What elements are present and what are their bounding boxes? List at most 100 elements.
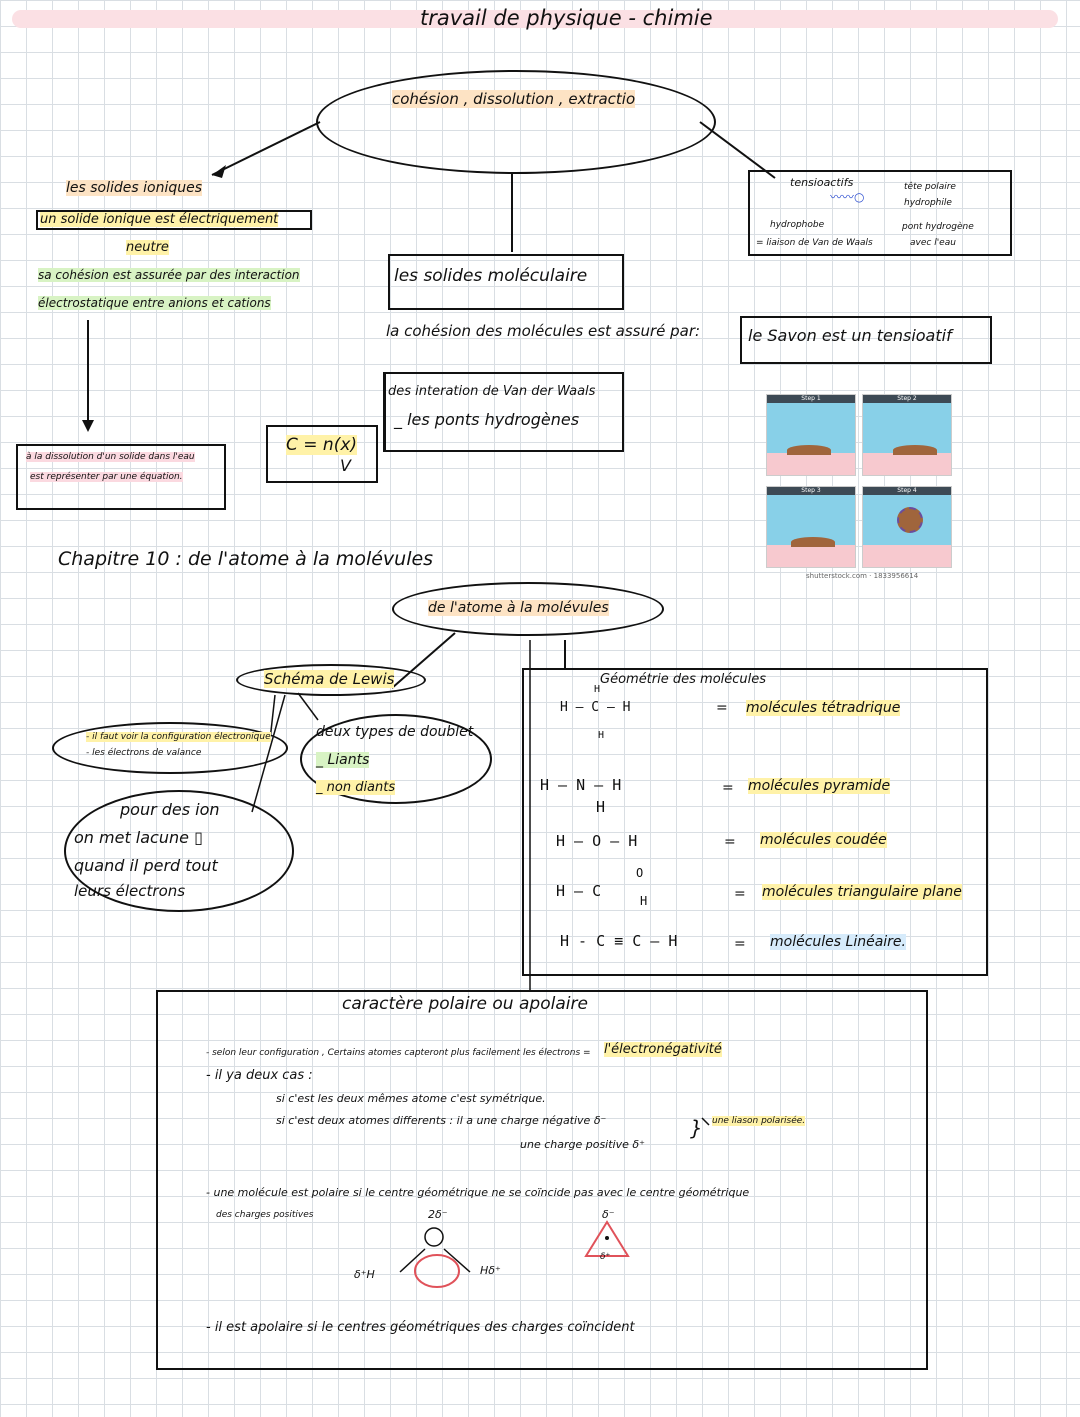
methane-formula: H — C — H	[560, 700, 631, 715]
lewis-ellipse	[236, 664, 426, 696]
geometry-eq-4: =	[734, 886, 746, 902]
hydrophile-label: hydrophile	[904, 198, 952, 208]
doublet-liants: _ Liants	[316, 752, 370, 768]
polarity-line-7: - il est apolaire si le centres géométri…	[206, 1320, 635, 1335]
molecular-forces-box	[384, 372, 624, 452]
ionic-line-3: sa cohésion est assurée par des interact…	[38, 268, 300, 282]
ion-line-3: quand il perd tout	[74, 856, 218, 875]
topic-ellipse	[316, 70, 716, 174]
formaldehyde-top: O	[636, 866, 644, 880]
polarity-line-1: - selon leur configuration , Certains at…	[206, 1048, 591, 1058]
step-2-label: Step 2	[863, 395, 951, 403]
tensioactif-title: tensioactifs	[790, 176, 854, 189]
concentration-formula-box	[266, 425, 378, 483]
electronegativity-label: l'électronégativité	[604, 1042, 722, 1057]
hydrophobe-label: hydrophobe	[770, 220, 825, 230]
surfactant-chain-icon: 〰〰○	[830, 190, 865, 204]
ammonia-bottom: H	[596, 798, 606, 816]
ionic-line-2: neutre	[126, 240, 169, 255]
topic-ellipse-label: cohésion , dissolution , extractio	[392, 90, 636, 108]
soap-step-2-image: Step 2	[862, 394, 952, 476]
molecular-solids-label: les solides moléculaire	[394, 266, 588, 286]
step-3-label: Step 3	[767, 487, 855, 495]
geometry-eq-5: =	[734, 936, 746, 952]
methane-top: H	[594, 684, 601, 695]
formaldehyde-bottom: H	[640, 894, 648, 908]
ammonia-formula: H — N — H	[540, 776, 622, 794]
geometry-eq-2: =	[722, 780, 734, 796]
image-credit: shutterstock.com · 1833956614	[806, 572, 919, 580]
micelle-icon	[897, 507, 923, 533]
ion-line-4: leurs électrons	[74, 882, 186, 900]
geometry-label-3: molécules coudée	[760, 832, 887, 848]
doublet-non-liants: _ non diants	[316, 780, 396, 795]
soap-step-3-image: Step 3	[766, 486, 856, 568]
top-highlight-bar	[12, 10, 1058, 28]
ion-ellipse	[64, 790, 294, 912]
soap-step-4-image: Step 4	[862, 486, 952, 568]
polarity-line-2: - il ya deux cas :	[206, 1068, 313, 1083]
molecular-solids-box	[388, 254, 624, 310]
positive-center-charge: δ⁺	[600, 1252, 611, 1262]
negative-center-charge: δ⁻	[602, 1208, 615, 1221]
ionic-line-4: électrostatique entre anions et cations	[38, 296, 271, 310]
oxygen-partial-charge: 2δ⁻	[428, 1208, 448, 1221]
polarity-title: caractère polaire ou apolaire	[342, 994, 588, 1014]
step-4-label: Step 4	[863, 487, 951, 495]
geometry-eq-1: =	[716, 700, 728, 716]
geometry-eq-3: =	[724, 834, 736, 850]
soap-text: le Savon est un tensioatif	[748, 326, 952, 345]
geometry-label-5: molécules Linéaire.	[770, 934, 906, 950]
page-title: travail de physique - chimie	[420, 6, 713, 30]
geometry-label-2: molécules pyramide	[748, 778, 891, 794]
step-1-label: Step 1	[767, 395, 855, 403]
formaldehyde-formula: H — C	[556, 882, 602, 900]
ionic-heading: les solides ioniques	[66, 180, 203, 196]
doublet-title: deux types de doublet	[316, 724, 474, 740]
geometry-label-4: molécules triangulaire plane	[762, 884, 962, 900]
dissolution-line-2: est représenter par une équation.	[30, 472, 183, 482]
polar-head-label: tête polaire	[904, 182, 956, 192]
polarized-bond-label: une liason polarisée.	[712, 1116, 806, 1126]
van-der-waals-label: = liaison de Van de Waals	[756, 238, 873, 248]
right-hydrogen-charge: Hδ⁺	[480, 1264, 501, 1277]
hydrogen-bonds-item: _ les ponts hydrogènes	[394, 410, 580, 429]
ionic-line-1: un solide ionique est électriquement	[40, 212, 279, 227]
molecular-cohesion-text: la cohésion des molécules est assuré par…	[386, 322, 701, 340]
water-formula: H — O — H	[556, 832, 638, 850]
van-der-waals-item: des interation de Van der Waals	[388, 384, 596, 399]
polarity-line-3: si c'est les deux mêmes atome c'est symé…	[276, 1092, 546, 1105]
chapter-ellipse	[392, 582, 664, 636]
doublet-ellipse	[300, 714, 492, 804]
chapter-heading: Chapitre 10 : de l'atome à la molévules	[58, 548, 434, 570]
polarity-line-5: une charge positive δ⁺	[520, 1138, 645, 1151]
ion-line-1: pour des ion	[120, 800, 220, 819]
methane-bottom: H	[598, 730, 605, 741]
ion-line-2: on met lacune ▯	[74, 828, 203, 847]
soap-box	[740, 316, 992, 364]
with-water-label: avec l'eau	[910, 238, 956, 248]
chapter-ellipse-label: de l'atome à la molévules	[428, 600, 609, 616]
lewis-title: Schéma de Lewis	[264, 670, 395, 688]
polarity-line-4: si c'est deux atomes differents : il a u…	[276, 1114, 607, 1127]
formula-bottom: V	[340, 456, 351, 475]
formula-top: C = n(x)	[286, 435, 358, 455]
polarity-line-6b: des charges positives	[216, 1210, 314, 1220]
geometry-label-1: molécules tétradrique	[746, 700, 901, 716]
ionic-definition-box	[36, 210, 312, 230]
dissolution-line-1: à la dissolution d'un solide dans l'eau	[26, 452, 195, 462]
acetylene-formula: H - C ≡ C — H	[560, 932, 678, 950]
left-hydrogen-charge: δ⁺H	[354, 1268, 375, 1281]
dissolution-box	[16, 444, 226, 510]
brace-icon: }	[690, 1116, 703, 1140]
geometry-title: Géométrie des molécules	[600, 672, 767, 687]
hydrogen-bridge-label: pont hydrogène	[902, 222, 974, 232]
soap-step-1-image: Step 1	[766, 394, 856, 476]
geometry-box	[522, 668, 988, 976]
lewis-config-line-1: - il faut voir la configuration électron…	[86, 732, 271, 742]
lewis-config-line-2: - les électrons de valance	[86, 748, 202, 758]
lewis-config-ellipse	[52, 722, 288, 774]
tensioactif-box	[748, 170, 1012, 256]
polarity-line-6: - une molécule est polaire si le centre …	[206, 1186, 750, 1199]
polarity-box	[156, 990, 928, 1370]
